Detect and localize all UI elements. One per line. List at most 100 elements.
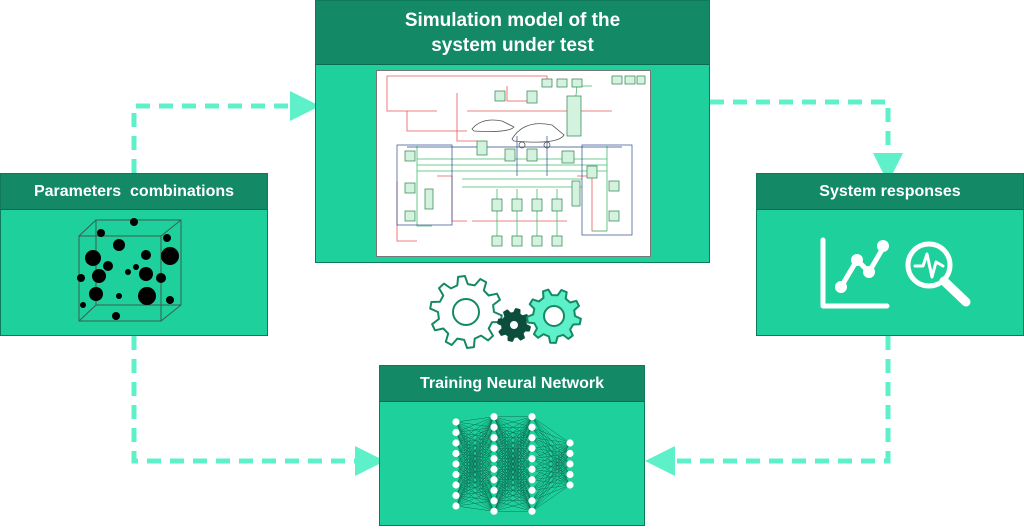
network-node-layer-1 <box>452 428 460 437</box>
line-chart-icon <box>820 237 890 309</box>
network-node-layer-2 <box>490 413 498 421</box>
network-edge <box>531 442 571 501</box>
network-edge <box>455 427 495 507</box>
network-node-layer-4 <box>566 449 574 458</box>
network-node-layer-1 <box>452 491 460 500</box>
network-node-layer-3 <box>528 465 536 473</box>
network-edge <box>455 458 495 507</box>
network-edge <box>493 416 533 501</box>
network-edge <box>531 442 571 459</box>
network-node-layer-3 <box>528 455 536 463</box>
network-edge <box>531 416 571 444</box>
network-edge <box>493 490 533 512</box>
network-node-layer-3 <box>528 476 536 484</box>
network-node-layer-3 <box>528 497 536 505</box>
magnifier-waveform-icon <box>905 241 971 307</box>
network-node-layer-2 <box>490 497 498 505</box>
network-node-layer-4 <box>566 460 574 468</box>
training-box-header: Training Neural Network <box>380 366 644 402</box>
arrow-parameters-to-simulation <box>131 91 320 173</box>
network-node-layer-1 <box>452 502 460 510</box>
network-node-layer-3 <box>528 423 536 431</box>
network-node-layer-4 <box>566 470 574 479</box>
parameters-title: Parameters combinations <box>33 182 235 200</box>
network-node-layer-3 <box>528 434 536 442</box>
network-edge <box>493 427 533 512</box>
network-edge <box>455 416 495 444</box>
network-edge <box>493 437 533 512</box>
simulation-box-header: Simulation model of the system under tes… <box>316 1 709 65</box>
network-edges <box>455 416 571 512</box>
network-edge <box>455 469 495 507</box>
network-node-layer-3 <box>528 507 536 515</box>
network-node-layer-1 <box>452 418 460 426</box>
network-node-layer-3 <box>528 413 536 421</box>
network-node-layer-1 <box>452 470 460 479</box>
network-node-layer-2 <box>490 486 498 494</box>
schematic-diagram-icon <box>386 75 646 247</box>
network-edge <box>455 416 495 496</box>
parameters-box-header: Parameters combinations <box>1 174 267 210</box>
network-edge <box>455 448 495 507</box>
network-node-layer-1 <box>452 481 460 489</box>
gear-small-hole <box>508 319 520 331</box>
network-edge <box>493 469 533 512</box>
network-edge <box>531 442 571 512</box>
network-edge <box>455 490 495 507</box>
network-edge <box>531 453 571 512</box>
network-node-layer-1 <box>452 449 460 458</box>
network-node-layer-3 <box>528 444 536 452</box>
network-edge <box>493 500 533 512</box>
network-edge <box>531 442 571 491</box>
scatter-cube-icon <box>77 218 182 322</box>
network-node-layer-2 <box>490 507 498 515</box>
network-edge <box>455 416 495 433</box>
network-node-layer-2 <box>490 423 498 431</box>
network-edge <box>455 416 495 486</box>
network-edge <box>455 416 495 507</box>
network-edge <box>455 416 495 454</box>
responses-box-header: System responses <box>757 174 1023 210</box>
network-edge <box>493 448 533 512</box>
network-node-layer-2 <box>490 455 498 463</box>
network-node-layer-3 <box>528 486 536 494</box>
parameters-box: Parameters combinations <box>0 173 268 336</box>
network-node-layer-2 <box>490 465 498 473</box>
network-node-layer-1 <box>452 460 460 468</box>
network-edge <box>493 416 533 512</box>
network-edge <box>493 416 533 449</box>
neural-network-icon <box>452 413 574 515</box>
network-edge <box>531 442 571 470</box>
network-edge <box>493 416 533 480</box>
network-edge <box>531 463 571 512</box>
gear-medium-hole <box>543 305 565 327</box>
arrow-parameters-to-training <box>131 336 385 476</box>
simulation-title-line2: system under test <box>431 34 594 56</box>
responses-title: System responses <box>819 182 961 200</box>
network-edge <box>531 474 571 512</box>
network-edge <box>493 416 533 459</box>
network-edge <box>493 416 533 428</box>
simulation-box: Simulation model of the system under tes… <box>315 0 710 263</box>
responses-icons <box>820 237 971 309</box>
network-node-layer-2 <box>490 434 498 442</box>
network-edge <box>455 505 495 512</box>
network-edge <box>493 416 533 438</box>
network-edge <box>493 416 533 470</box>
network-node-layer-4 <box>566 481 574 489</box>
network-edge <box>531 484 571 512</box>
network-edge <box>455 416 495 423</box>
network-edge <box>531 427 571 444</box>
network-node-layer-4 <box>566 439 574 447</box>
network-edge <box>455 416 495 475</box>
arrow-simulation-to-responses <box>710 99 903 183</box>
network-node-layer-2 <box>490 444 498 452</box>
arrow-responses-to-training <box>645 336 891 476</box>
responses-box: System responses <box>756 173 1024 336</box>
gears-icon <box>429 275 582 349</box>
network-edge <box>455 416 495 465</box>
network-edge <box>455 500 495 507</box>
gear-large-hole <box>452 298 480 326</box>
training-title: Training Neural Network <box>419 374 605 392</box>
